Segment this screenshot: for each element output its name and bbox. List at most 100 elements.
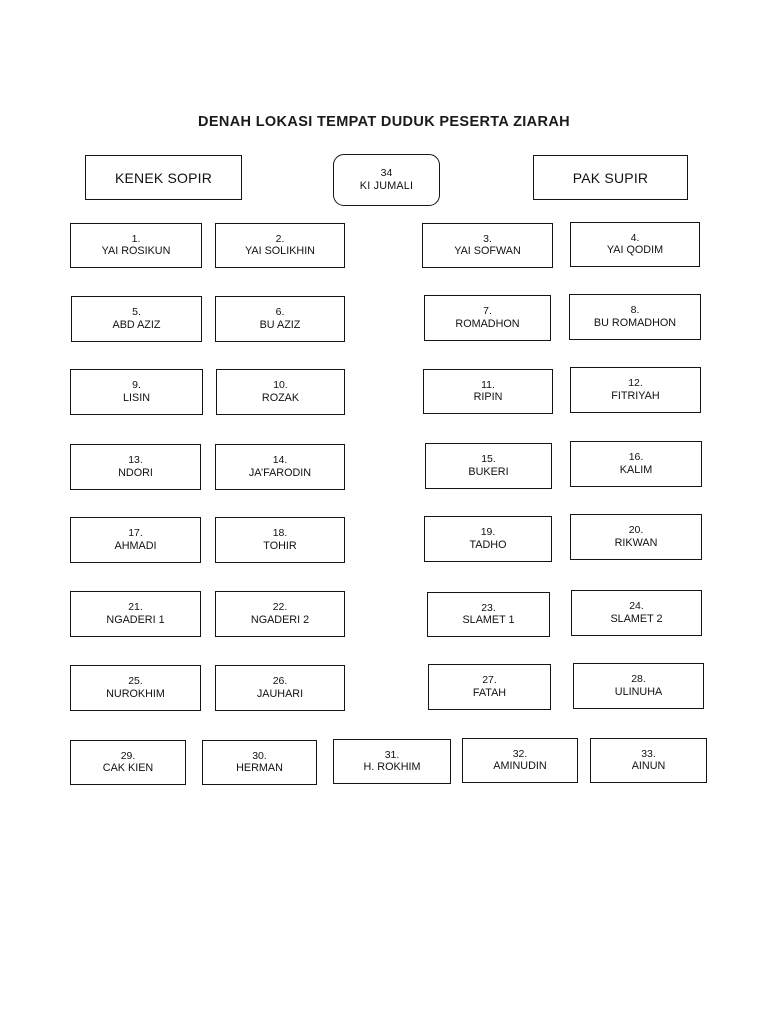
seat-box[interactable]: 20.RIKWAN: [570, 514, 702, 560]
seat-name: HERMAN: [236, 762, 283, 775]
seat-name: FATAH: [472, 686, 507, 699]
seat-number: 9.: [132, 379, 141, 392]
seat-box[interactable]: 29.CAK KIEN: [70, 740, 186, 785]
seat-box[interactable]: 15.BUKERI: [425, 443, 552, 489]
seat-name: NDORI: [118, 466, 153, 479]
seat-name: SLAMET 1: [462, 614, 515, 627]
seat-name: RIKWAN: [614, 536, 658, 549]
ki-jumali-seat-box[interactable]: 34 KI JUMALI: [333, 154, 440, 206]
seat-box[interactable]: 10.ROZAK: [216, 369, 345, 415]
page-title: DENAH LOKASI TEMPAT DUDUK PESERTA ZIARAH: [198, 114, 570, 130]
seat-box[interactable]: 23.SLAMET 1: [427, 592, 550, 637]
seat-box[interactable]: 13.NDORI: [70, 444, 201, 490]
seat-box[interactable]: 5.ABD AZIZ: [71, 296, 202, 342]
seat-number: 2.: [275, 232, 285, 245]
seat-number: 21.: [128, 601, 143, 614]
seat-box[interactable]: 14.JA’FARODIN: [215, 444, 345, 490]
seat-name: TADHO: [469, 538, 507, 551]
seat-number: 25.: [128, 675, 143, 688]
seat-box[interactable]: 33.AINUN: [590, 738, 707, 783]
seat-number: 26.: [272, 675, 288, 688]
seat-number: 4.: [630, 231, 640, 244]
seat-name: ROMADHON: [455, 317, 520, 330]
seat-box[interactable]: 25.NUROKHIM: [70, 665, 201, 711]
seat-number: 5.: [132, 306, 141, 319]
seat-box[interactable]: 26.JAUHARI: [215, 665, 345, 711]
seat-box[interactable]: 12.FITRIYAH: [570, 367, 701, 413]
seat-number: 16.: [628, 451, 644, 464]
seat-box[interactable]: 19.TADHO: [424, 516, 552, 562]
seat-box[interactable]: 11.RIPIN: [423, 369, 553, 414]
seat-number: 10.: [273, 379, 288, 392]
seat-box[interactable]: 18.TOHIR: [215, 517, 345, 563]
seat-number: 8.: [630, 304, 640, 317]
seat-number: 3.: [483, 232, 492, 245]
seat-box[interactable]: 21.NGADERI 1: [70, 591, 201, 637]
seat-number: 33.: [641, 747, 656, 760]
seat-name: FITRIYAH: [611, 389, 660, 402]
kenek-sopir-label: KENEK SOPIR: [114, 169, 213, 186]
pak-supir-box[interactable]: PAK SUPIR: [533, 155, 688, 200]
seat-number: 12.: [628, 377, 643, 390]
seat-number: 22.: [272, 601, 288, 614]
seat-box[interactable]: 28.ULINUHA: [573, 663, 704, 709]
seat-number: 7.: [483, 305, 492, 318]
seat-name: RIPIN: [473, 391, 503, 404]
seat-number: 19.: [480, 526, 496, 539]
seat-name: YAI SOLIKHIN: [244, 245, 315, 258]
seat-number: 18.: [272, 527, 288, 540]
seat-name: CAK KIEN: [102, 762, 154, 775]
seat-number: 29.: [120, 749, 136, 762]
seat-name: KALIM: [619, 463, 653, 476]
seat-name: NGADERI 1: [106, 613, 165, 626]
seat-box[interactable]: 3.YAI SOFWAN: [422, 223, 553, 268]
seat-box[interactable]: 1.YAI ROSIKUN: [70, 223, 202, 268]
kenek-sopir-box[interactable]: KENEK SOPIR: [85, 155, 242, 200]
seat-box[interactable]: 6.BU AZIZ: [215, 296, 345, 342]
ki-jumali-seat-number: 34: [380, 166, 393, 179]
seat-box[interactable]: 8.BU ROMADHON: [569, 294, 701, 340]
seat-box[interactable]: 31.H. ROKHIM: [333, 739, 451, 784]
seat-name: YAI SOFWAN: [454, 245, 521, 258]
seat-box[interactable]: 17.AHMADI: [70, 517, 201, 563]
seat-name: AINUN: [631, 760, 666, 773]
seat-box[interactable]: 27.FATAH: [428, 664, 551, 710]
seat-name: BU AZIZ: [259, 318, 301, 331]
seat-number: 20.: [628, 524, 644, 537]
seat-name: ULINUHA: [614, 685, 663, 698]
seat-number: 11.: [481, 378, 495, 391]
seat-box[interactable]: 4.YAI QODIM: [570, 222, 700, 267]
seat-box[interactable]: 30.HERMAN: [202, 740, 317, 785]
seat-name: JA’FARODIN: [248, 466, 312, 479]
ki-jumali-seat-name: KI JUMALI: [359, 179, 414, 192]
pak-supir-label: PAK SUPIR: [572, 169, 649, 186]
seat-name: BUKERI: [468, 465, 509, 478]
seat-number: 27.: [482, 674, 497, 687]
seat-box[interactable]: 2.YAI SOLIKHIN: [215, 223, 345, 268]
seat-name: ROZAK: [261, 391, 300, 404]
seat-number: 28.: [631, 673, 646, 686]
seat-name: YAI ROSIKUN: [101, 245, 171, 258]
seat-name: AMINUDIN: [493, 760, 547, 773]
seat-number: 24.: [629, 600, 644, 613]
seat-box[interactable]: 24.SLAMET 2: [571, 590, 702, 636]
seat-number: 13.: [128, 454, 143, 467]
seat-box[interactable]: 9.LISIN: [70, 369, 203, 415]
seat-number: 17.: [128, 527, 143, 540]
seat-name: LISIN: [122, 391, 150, 404]
seat-box[interactable]: 7.ROMADHON: [424, 295, 551, 341]
seat-number: 31.: [384, 748, 400, 761]
seat-name: AHMADI: [114, 539, 157, 552]
seat-box[interactable]: 32.AMINUDIN: [462, 738, 578, 783]
seat-number: 30.: [252, 749, 267, 762]
seat-name: YAI QODIM: [606, 244, 664, 257]
seat-name: TOHIR: [263, 539, 297, 552]
seat-number: 32.: [512, 747, 528, 760]
seat-box[interactable]: 16.KALIM: [570, 441, 702, 487]
seat-name: JAUHARI: [256, 687, 304, 700]
seat-number: 23.: [481, 601, 496, 614]
seat-name: ABD AZIZ: [112, 318, 161, 331]
seat-box[interactable]: 22.NGADERI 2: [215, 591, 345, 637]
seat-name: SLAMET 2: [610, 612, 663, 625]
